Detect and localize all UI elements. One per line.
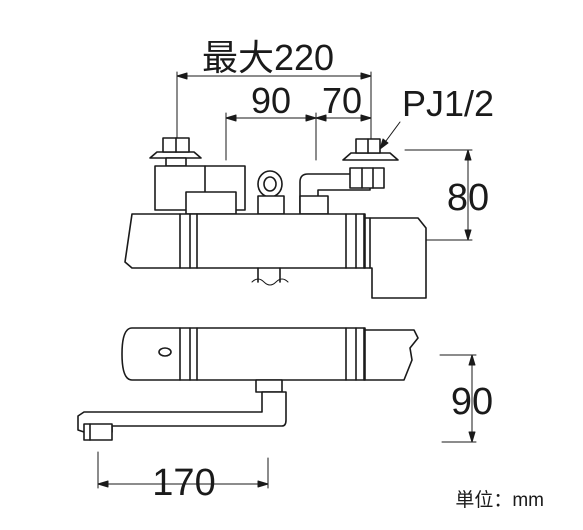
main-body-top (124, 213, 427, 299)
right-nut (342, 138, 399, 189)
spout (77, 379, 287, 441)
dim-line-max-220 (176, 72, 372, 80)
center-hook (257, 170, 285, 215)
dim-line-80 (464, 149, 472, 241)
label-80: 80 (447, 177, 489, 219)
label-90-side: 90 (451, 381, 493, 423)
extension-lines-top (176, 71, 473, 241)
label-pj-thread: PJ1/2 (402, 83, 494, 124)
extension-lines-bottom (97, 354, 477, 489)
dim-line-90-70 (225, 114, 372, 122)
label-max-220: 最大220 (202, 37, 334, 78)
label-70: 70 (322, 80, 362, 121)
unit-note: 単位：mm (455, 489, 544, 511)
top-outlet-stub (251, 267, 289, 286)
main-body-bottom (121, 327, 419, 381)
label-90-top: 90 (251, 80, 291, 121)
label-170: 170 (152, 462, 215, 504)
leader-pj (379, 121, 401, 150)
left-nut (149, 137, 202, 167)
left-inlet-block (154, 165, 246, 215)
dim-line-170 (97, 480, 269, 488)
dim-line-90 (468, 354, 476, 443)
